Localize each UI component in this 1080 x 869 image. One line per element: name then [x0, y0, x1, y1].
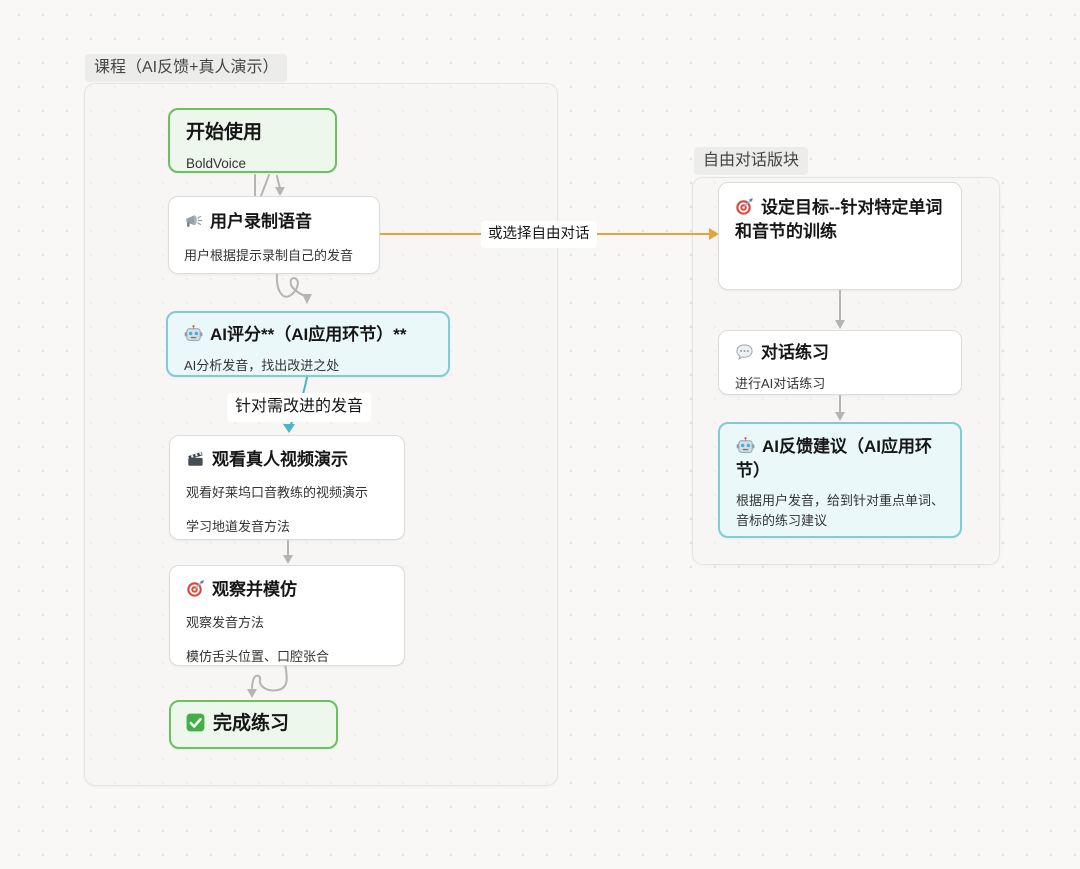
node-subtitle: 观看好莱坞口音教练的视频演示 — [186, 485, 369, 501]
edge-watch-to-observe[interactable] — [283, 540, 293, 564]
edge-label-free-talk-choice[interactable]: 或选择自由对话 — [481, 221, 597, 248]
node-subtitle: AI分析发音，找出改进之处 — [184, 358, 340, 374]
node-set-goal[interactable]: 设定目标--针对特定单词和音节的训练 — [718, 182, 962, 290]
group-label-free-talk[interactable]: 自由对话版块 — [694, 147, 809, 175]
node-start-using[interactable]: 开始使用 BoldVoice — [168, 108, 337, 173]
node-title: AI反馈建议（AI应用环节） — [736, 436, 932, 481]
edge-set-goal-to-talk[interactable] — [835, 290, 845, 329]
node-subtitle: BoldVoice — [186, 155, 247, 171]
node-title: 设定目标--针对特定单词和音节的训练 — [735, 197, 943, 242]
edge-label-improve-focus[interactable]: 针对需改进的发音 — [227, 393, 372, 422]
node-observe-imitate[interactable]: 观察并模仿 观察发音方法 模仿舌头位置、口腔张合 — [169, 565, 405, 666]
check-mark-icon — [185, 712, 206, 733]
megaphone-icon — [184, 211, 203, 230]
node-title: 观看真人视频演示 — [186, 448, 388, 472]
node-subtitle: 学习地道发音方法 — [186, 519, 291, 535]
node-dialog-practice[interactable]: 对话练习 进行AI对话练习 — [718, 330, 962, 395]
edge-record-to-ai-score[interactable] — [275, 273, 312, 304]
target-dart-icon — [735, 197, 754, 216]
node-watch-video-demo[interactable]: 观看真人视频演示 观看好莱坞口音教练的视频演示 学习地道发音方法 — [169, 435, 405, 540]
node-subtitle: 观察发音方法 — [186, 615, 265, 631]
node-subtitle: 模仿舌头位置、口腔张合 — [186, 649, 330, 665]
node-title: 对话练习 — [735, 341, 945, 365]
clapper-board-icon — [186, 449, 205, 468]
robot-icon — [736, 436, 755, 455]
node-title: AI评分**（AI应用环节）** — [184, 323, 432, 347]
node-subtitle: 用户根据提示录制自己的发音 — [184, 248, 354, 264]
group-label-course[interactable]: 课程（AI反馈+真人演示） — [85, 54, 288, 82]
node-title: 完成练习 — [185, 711, 289, 738]
node-ai-score[interactable]: AI评分**（AI应用环节）** AI分析发音，找出改进之处 — [166, 311, 450, 377]
node-subtitle: 进行AI对话练习 — [735, 376, 826, 392]
robot-icon — [184, 324, 203, 343]
speech-bubble-icon — [735, 342, 754, 361]
edge-talk-to-feedback[interactable] — [835, 395, 845, 421]
node-subtitle: 根据用户发音，给到针对重点单词、音标的练习建议 — [736, 493, 945, 529]
node-ai-feedback[interactable]: AI反馈建议（AI应用环节） 根据用户发音，给到针对重点单词、音标的练习建议 — [718, 422, 962, 538]
node-finish-practice[interactable]: 完成练习 — [169, 700, 338, 749]
node-title: 观察并模仿 — [186, 578, 388, 602]
node-user-record-voice[interactable]: 用户录制语音 用户根据提示录制自己的发音 — [168, 196, 380, 274]
edge-start-to-record[interactable] — [254, 174, 285, 197]
target-dart-icon — [186, 579, 205, 598]
node-title: 开始使用 — [186, 122, 263, 143]
node-title: 用户录制语音 — [184, 210, 364, 234]
edge-observe-to-finish[interactable] — [247, 663, 288, 698]
